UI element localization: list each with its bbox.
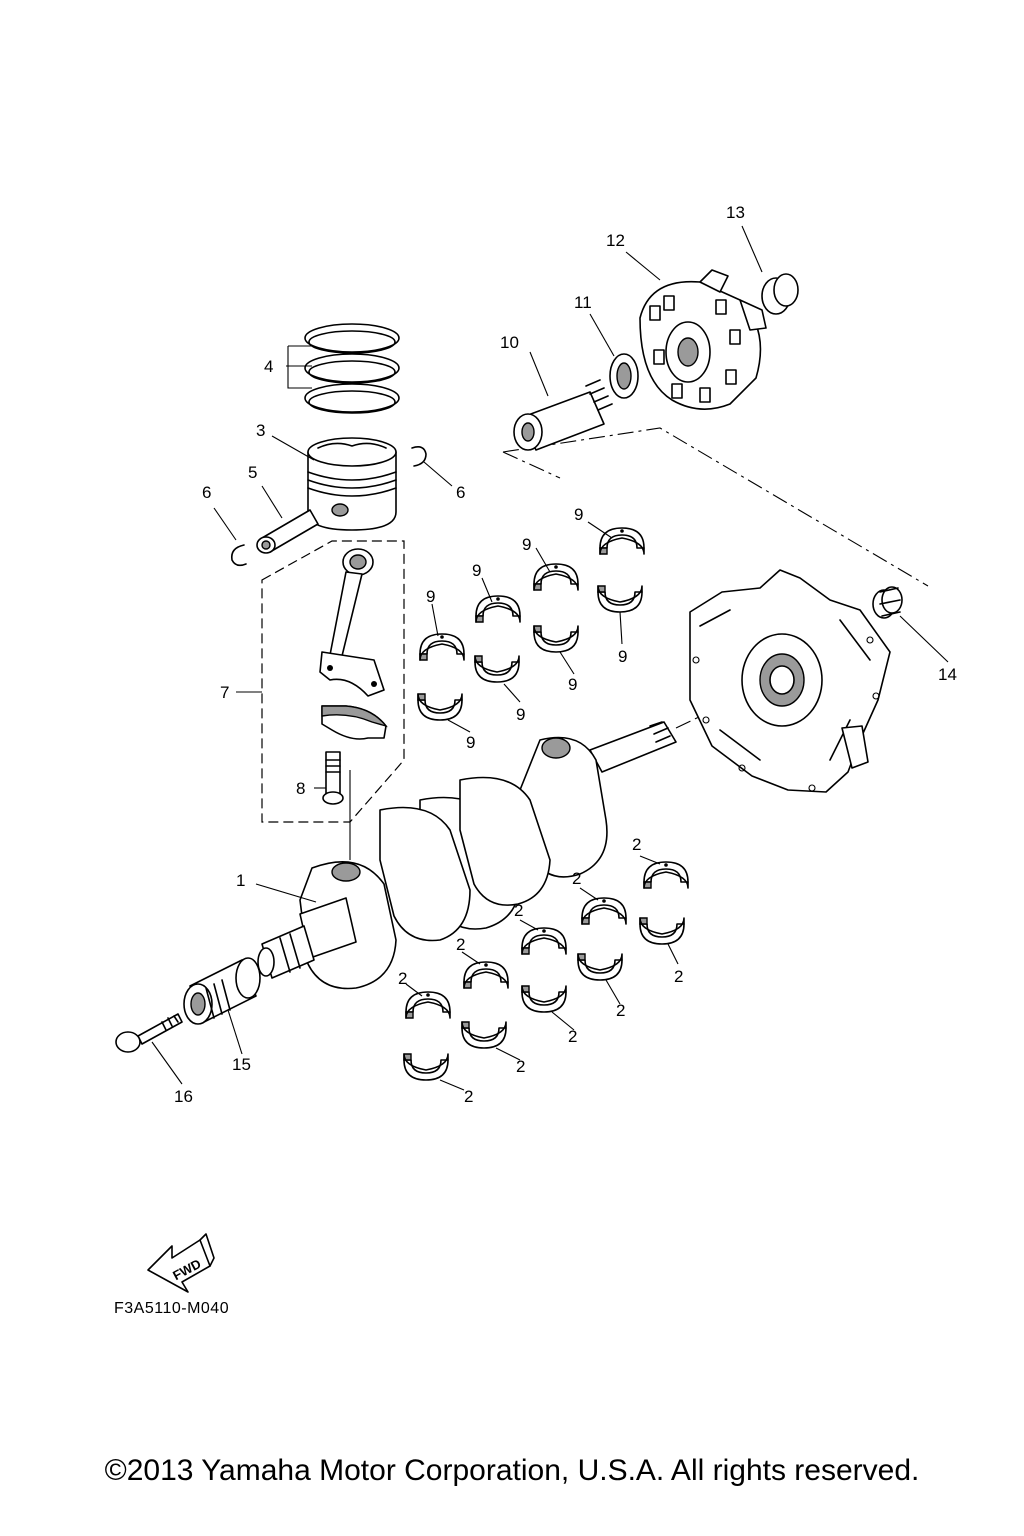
callout-1: 1 — [236, 871, 245, 890]
callout-4: 4 — [264, 357, 273, 376]
connecting-rod — [319, 548, 388, 740]
callout-2: 2 — [514, 901, 523, 920]
figure-code: F3A5110-M040 — [114, 1300, 230, 1317]
piston-pin-clip-right — [411, 446, 427, 467]
callout-15: 15 — [232, 1055, 251, 1074]
callout-9: 9 — [568, 675, 577, 694]
assembly-line-gearcase — [502, 451, 561, 479]
callout-2: 2 — [572, 869, 581, 888]
callout-10: 10 — [500, 333, 519, 352]
conrod-bearing-set — [417, 527, 645, 721]
callout-11: 11 — [574, 293, 592, 312]
callout-5: 5 — [248, 463, 257, 482]
piston-pin-clip-left — [230, 544, 247, 567]
piston-pin — [256, 509, 319, 554]
conrod-assembly-box — [261, 540, 405, 823]
crankshaft — [257, 721, 677, 990]
plug-cap — [761, 273, 799, 315]
oil-pump-shaft — [513, 379, 613, 451]
crankcase-cover — [689, 569, 891, 793]
callout-2: 2 — [674, 967, 683, 986]
piston-rings — [304, 323, 400, 414]
callout-2: 2 — [632, 835, 641, 854]
callout-3: 3 — [256, 421, 265, 440]
callout-16: 16 — [174, 1087, 193, 1106]
callout-9: 9 — [618, 647, 627, 666]
fwd-arrow-icon: FWD — [147, 1233, 215, 1293]
callout-6: 6 — [456, 483, 465, 502]
callout-2: 2 — [398, 969, 407, 988]
callout-2: 2 — [464, 1087, 473, 1106]
piston — [307, 437, 397, 531]
leader-lines — [151, 225, 949, 1091]
callout-labels: 1 2 2 2 2 2 2 2 2 2 2 3 4 5 6 6 7 8 9 9 … — [174, 203, 957, 1106]
callout-6: 6 — [202, 483, 211, 502]
callout-9: 9 — [516, 705, 525, 724]
callout-9: 9 — [466, 733, 475, 752]
callout-9: 9 — [472, 561, 481, 580]
callout-2: 2 — [456, 935, 465, 954]
oil-seal — [609, 353, 639, 399]
callout-2: 2 — [568, 1027, 577, 1046]
conrod-bolt — [322, 751, 344, 805]
callout-14: 14 — [938, 665, 957, 684]
callout-2: 2 — [616, 1001, 625, 1020]
callout-13: 13 — [726, 203, 745, 222]
callout-7: 7 — [220, 683, 229, 702]
callout-8: 8 — [296, 779, 305, 798]
copyright-notice: ©2013 Yamaha Motor Corporation, U.S.A. A… — [104, 1454, 920, 1487]
callout-9: 9 — [522, 535, 531, 554]
callout-2: 2 — [516, 1057, 525, 1076]
callout-12: 12 — [606, 231, 625, 250]
gear-case-housing — [639, 269, 767, 410]
callout-9: 9 — [574, 505, 583, 524]
main-bearing-cover — [872, 586, 903, 619]
callout-9: 9 — [426, 587, 435, 606]
flywheel-bolt — [115, 1013, 183, 1053]
coupler — [183, 957, 261, 1025]
assembly-line-oilpump — [502, 427, 929, 587]
